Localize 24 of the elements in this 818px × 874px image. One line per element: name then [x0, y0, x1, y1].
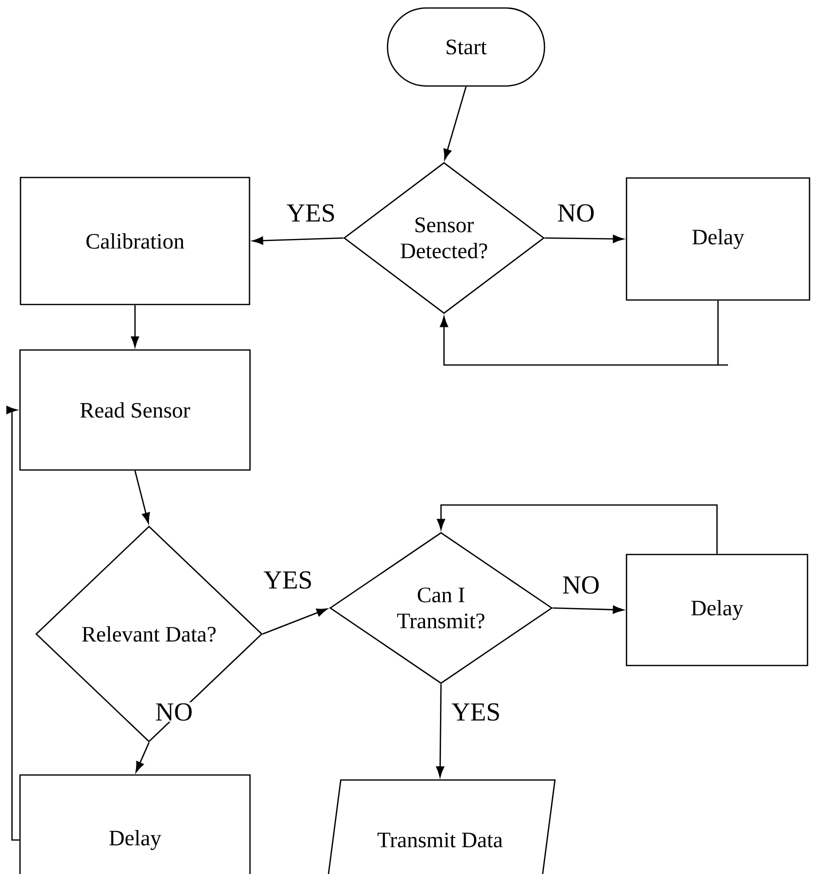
arrow — [6, 406, 20, 841]
data-parallelogram: Transmit Data — [324, 779, 556, 874]
arrow — [436, 504, 718, 554]
edge-label: YES — [285, 203, 337, 223]
edge-label: NO — [561, 575, 601, 595]
arrow — [252, 236, 344, 245]
arrow — [134, 470, 150, 524]
arrow — [440, 300, 729, 366]
process-box: Delay — [19, 774, 251, 874]
edge-label: NO — [556, 203, 596, 223]
arrow — [552, 606, 624, 614]
process-box: Delay — [626, 177, 810, 301]
process-box: Delay — [626, 554, 808, 666]
arrow — [130, 305, 140, 348]
arrow — [136, 742, 150, 772]
process-box: Calibration — [20, 176, 250, 306]
arrow — [544, 234, 624, 243]
arrow — [436, 684, 444, 778]
edge-label: YES — [450, 702, 502, 722]
process-box: Read Sensor — [19, 349, 251, 471]
edge-label: YES — [262, 570, 314, 590]
edge-label: NO — [154, 702, 194, 722]
arrow — [444, 86, 467, 160]
arrow — [262, 608, 328, 635]
